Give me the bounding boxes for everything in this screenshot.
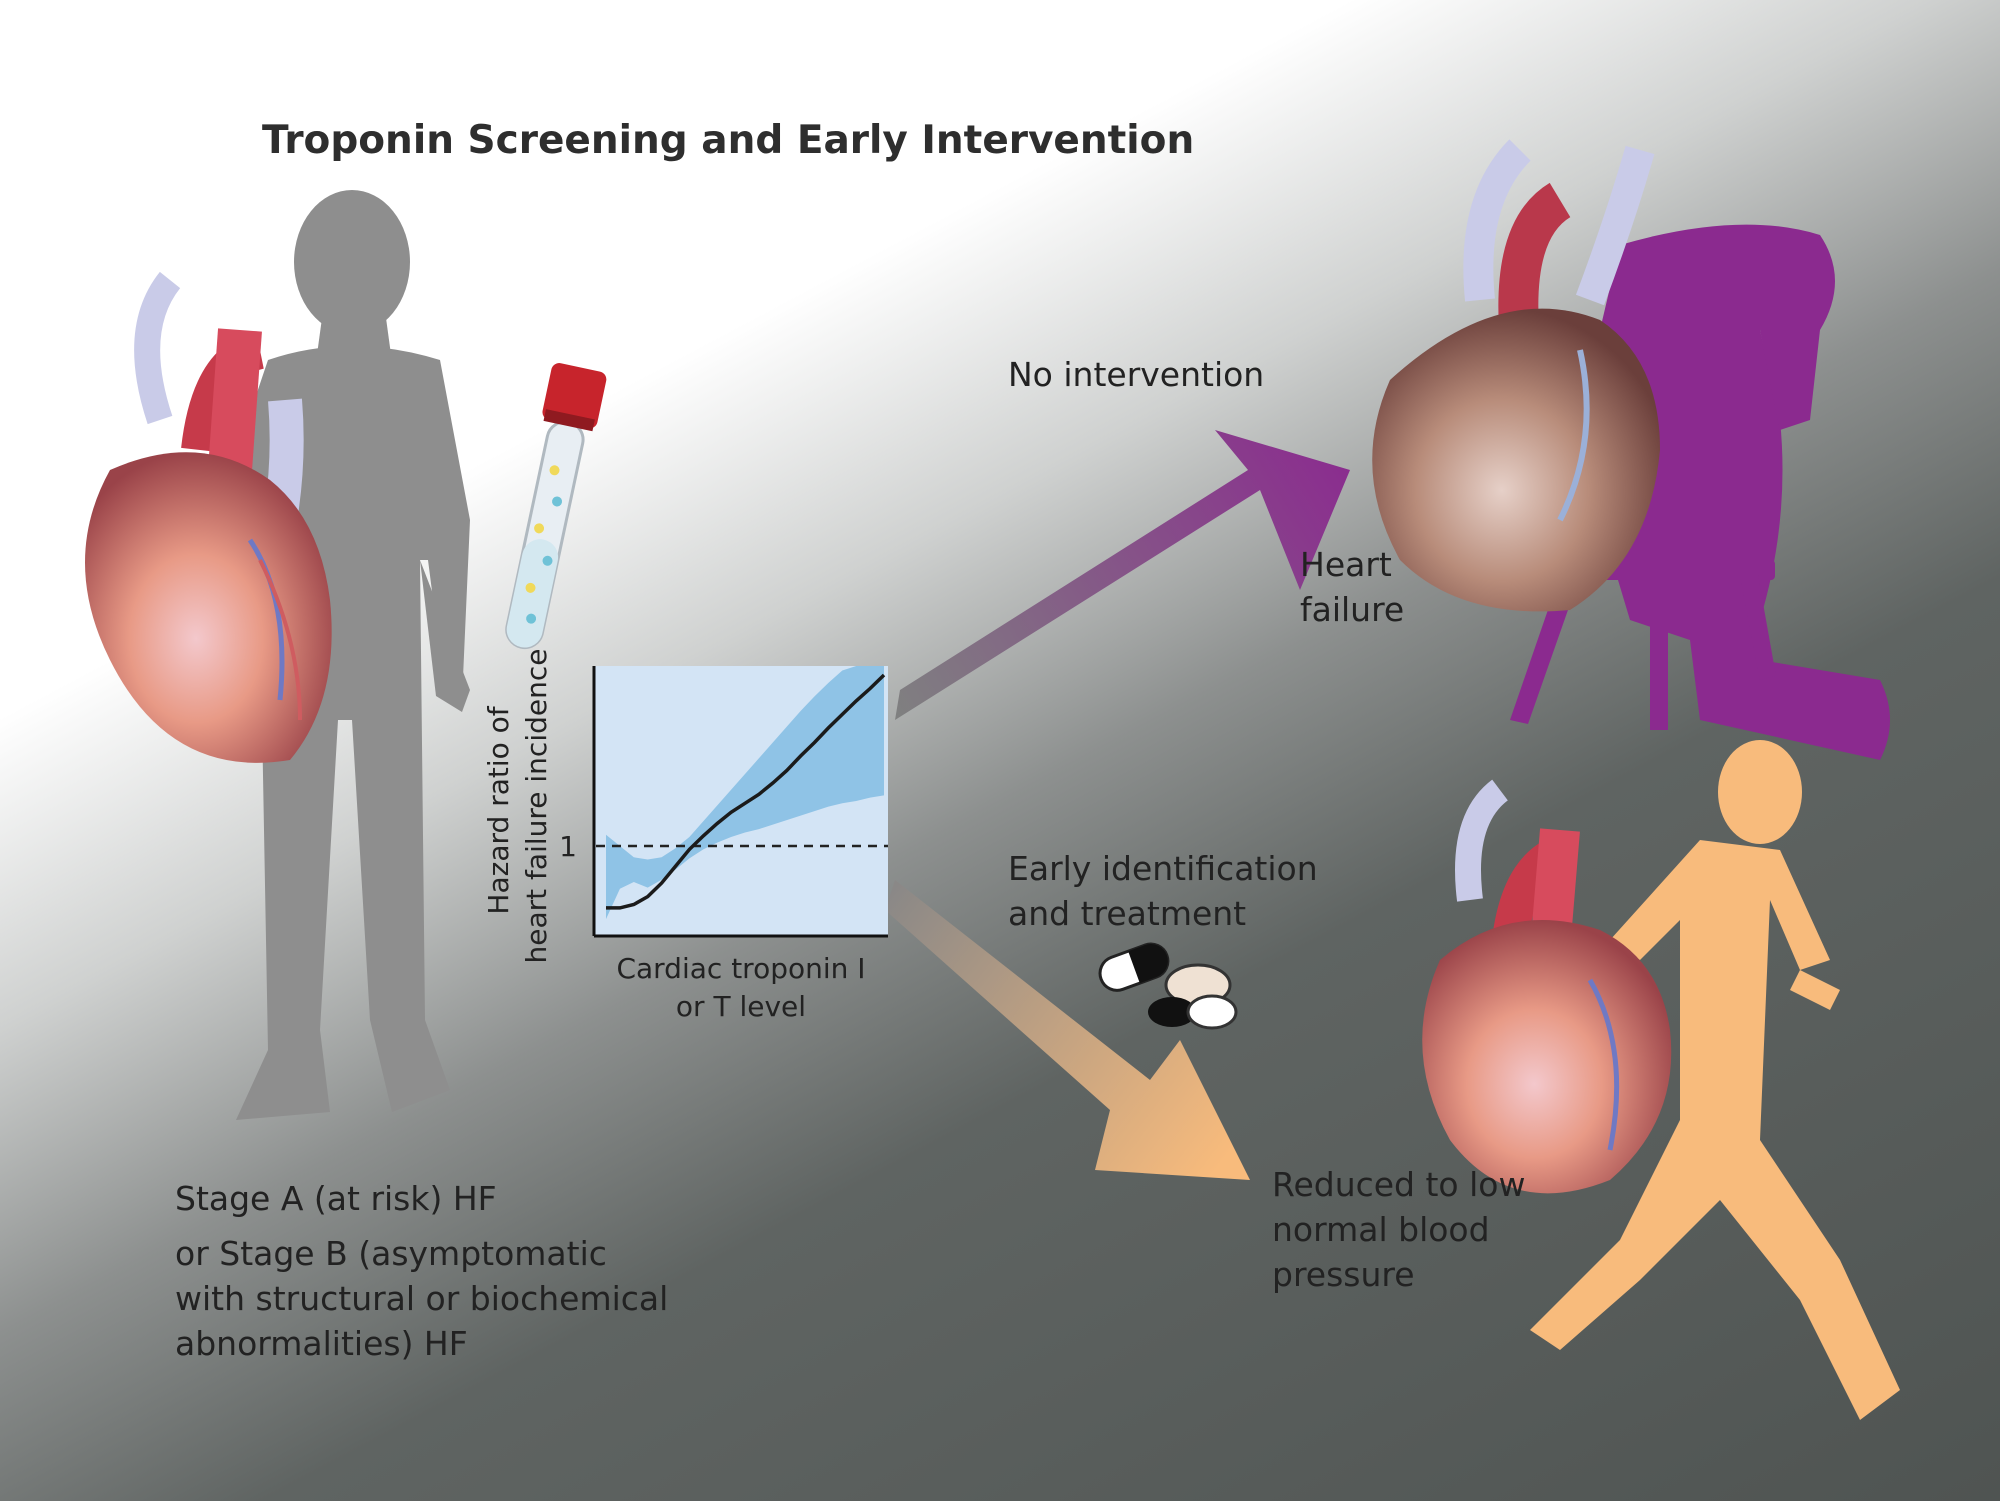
y-axis-label-line1: Hazard ratio of: [482, 705, 515, 914]
heart-failure-label: Heart failure: [1300, 542, 1404, 632]
pills-icon: [1098, 942, 1238, 1030]
reduced-bp-label-line3: pressure: [1272, 1255, 1415, 1294]
stage-label-line1: Stage A (at risk) HF: [175, 1179, 497, 1218]
figure-title: Troponin Screening and Early Interventio…: [262, 118, 1195, 163]
hazard-ratio-line: [606, 673, 886, 910]
x-axis-label-line2: or T level: [675, 990, 807, 1023]
heart-illustration-left: [85, 271, 332, 763]
stage-label: Stage A (at risk) HF or Stage B (asympto…: [175, 1176, 668, 1366]
heart-failure-label-line2: failure: [1300, 590, 1405, 629]
arrow-up-icon: [895, 430, 1350, 720]
stage-label-line3: with structural or biochemical: [175, 1279, 669, 1318]
no-intervention-label: No intervention: [1008, 355, 1265, 394]
reduced-bp-label-line2: normal blood: [1272, 1210, 1490, 1249]
arrow-down-icon: [885, 880, 1250, 1180]
stage-label-line4: abnormalities) HF: [175, 1324, 468, 1363]
reduced-bp-label-line1: Reduced to low: [1272, 1165, 1526, 1204]
stage-label-line2: or Stage B (asymptomatic: [175, 1234, 607, 1273]
reduced-bp-label: Reduced to low normal blood pressure: [1272, 1162, 1525, 1297]
blood-tube-icon: [505, 363, 607, 650]
heart-illustration-failure: [1372, 139, 1660, 612]
confidence-band: [606, 666, 884, 920]
reference-tick-label: 1: [559, 830, 577, 863]
x-axis-label: Cardiac troponin I or T level: [594, 950, 888, 1026]
y-axis-label-line2: heart failure incidence: [520, 649, 553, 964]
heart-failure-label-line1: Heart: [1300, 545, 1392, 584]
early-identification-label: Early identification and treatment: [1008, 846, 1318, 936]
x-axis-label-line1: Cardiac troponin I: [616, 952, 866, 985]
heart-illustration-healthy: [1422, 779, 1672, 1194]
early-identification-label-line2: and treatment: [1008, 894, 1247, 933]
y-axis-label: Hazard ratio of heart failure incidence: [482, 649, 553, 964]
early-identification-label-line1: Early identification: [1008, 849, 1318, 888]
running-person-silhouette: [1530, 740, 1900, 1420]
